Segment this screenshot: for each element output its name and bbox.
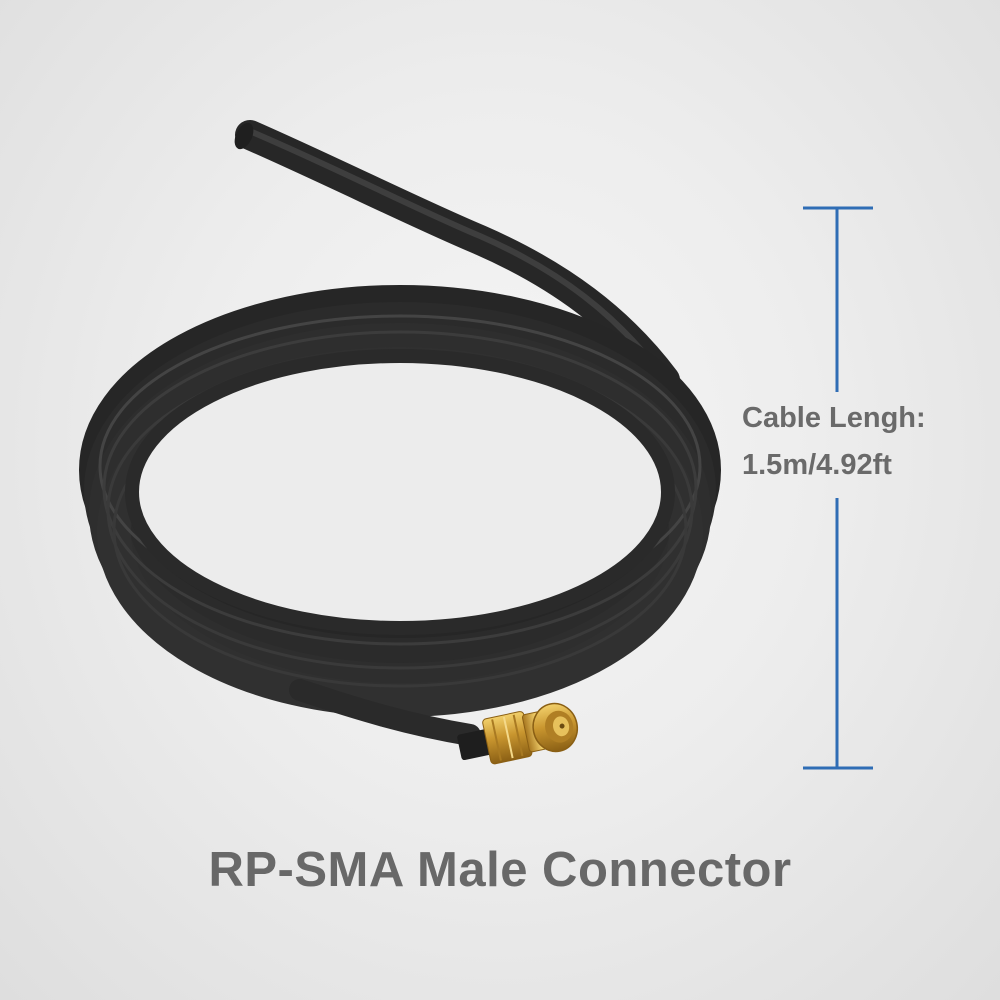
cable-lead <box>289 679 481 746</box>
cable-length-label: Cable Lengh: <box>742 402 926 434</box>
product-caption: RP-SMA Male Connector <box>208 843 792 897</box>
cable-length-value: 1.5m/4.92ft <box>742 449 892 481</box>
rp-sma-connector <box>457 702 579 765</box>
cable-coil <box>79 120 721 746</box>
dimension-marker <box>803 206 873 770</box>
